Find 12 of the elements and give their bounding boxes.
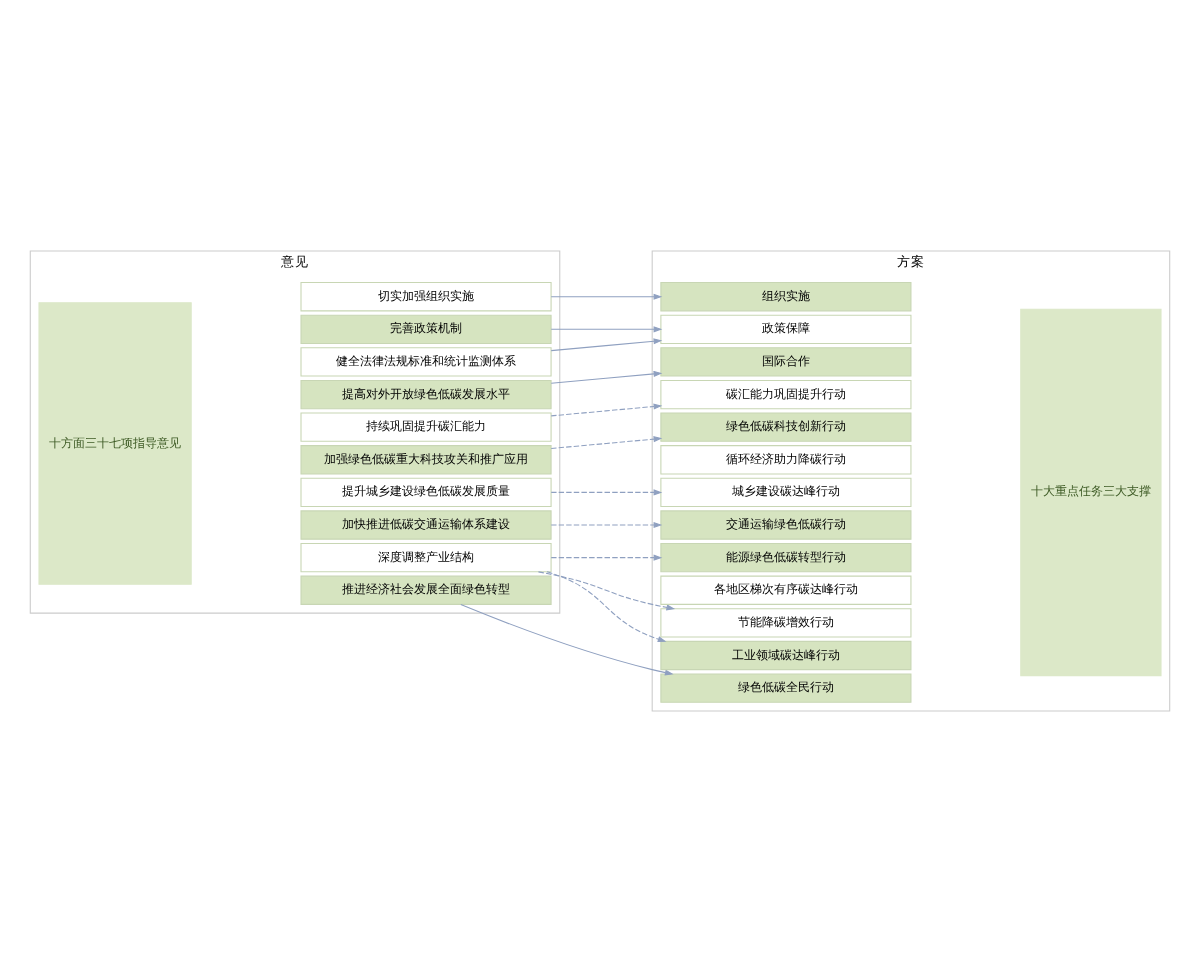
arrow (460, 603, 674, 675)
arrow (546, 570, 667, 642)
arrow (550, 435, 663, 449)
arrow (537, 570, 676, 610)
arrow (550, 553, 663, 560)
arrow (550, 292, 663, 299)
arrow (550, 325, 663, 332)
arrow (550, 521, 663, 528)
arrow (550, 337, 663, 351)
arrow (550, 369, 663, 383)
arrow (550, 488, 663, 495)
arrow (550, 402, 663, 416)
